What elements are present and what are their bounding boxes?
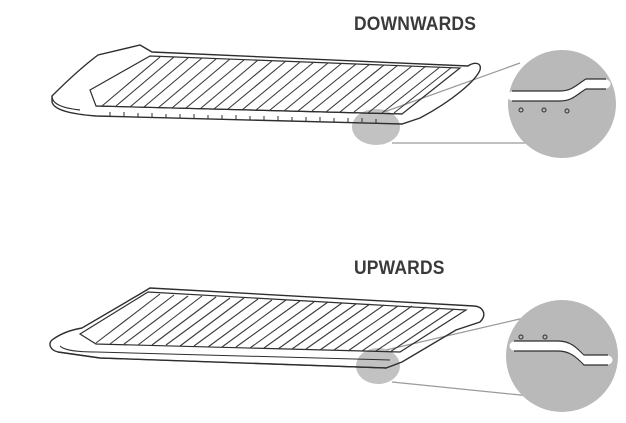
upwards-label: UPWARDS [354,258,445,279]
rack-upwards-frame [49,287,485,369]
rack-downwards-ticks [109,112,377,123]
detail-circle-downwards-bg [508,50,616,158]
rack-downwards-connector-top [383,62,521,113]
rack-upwards-inner-frame [78,291,468,353]
rack-upwards-connector-top [385,317,525,351]
rack-upwards-front-rail [57,351,387,369]
rack-downwards-frame [51,44,482,125]
downwards-label: DOWNWARDS [354,14,477,35]
rack-downwards-bars [101,56,453,114]
rack-downwards-front-bar [95,105,403,115]
rack-downwards [51,44,554,145]
rack-downwards-left-handle [51,95,81,111]
detail-circle-upwards-bg [506,300,618,412]
rack-downwards-highlight [352,109,400,145]
rack-upwards-front-rail-inner [59,345,391,361]
detail-circle-upwards [506,300,618,412]
rack-upwards-bars [95,293,455,353]
detail-circle-downwards [507,50,616,158]
rack-upwards [49,287,551,399]
rack-upwards-highlight [356,348,400,384]
rack-downwards-inner-frame [89,55,462,115]
